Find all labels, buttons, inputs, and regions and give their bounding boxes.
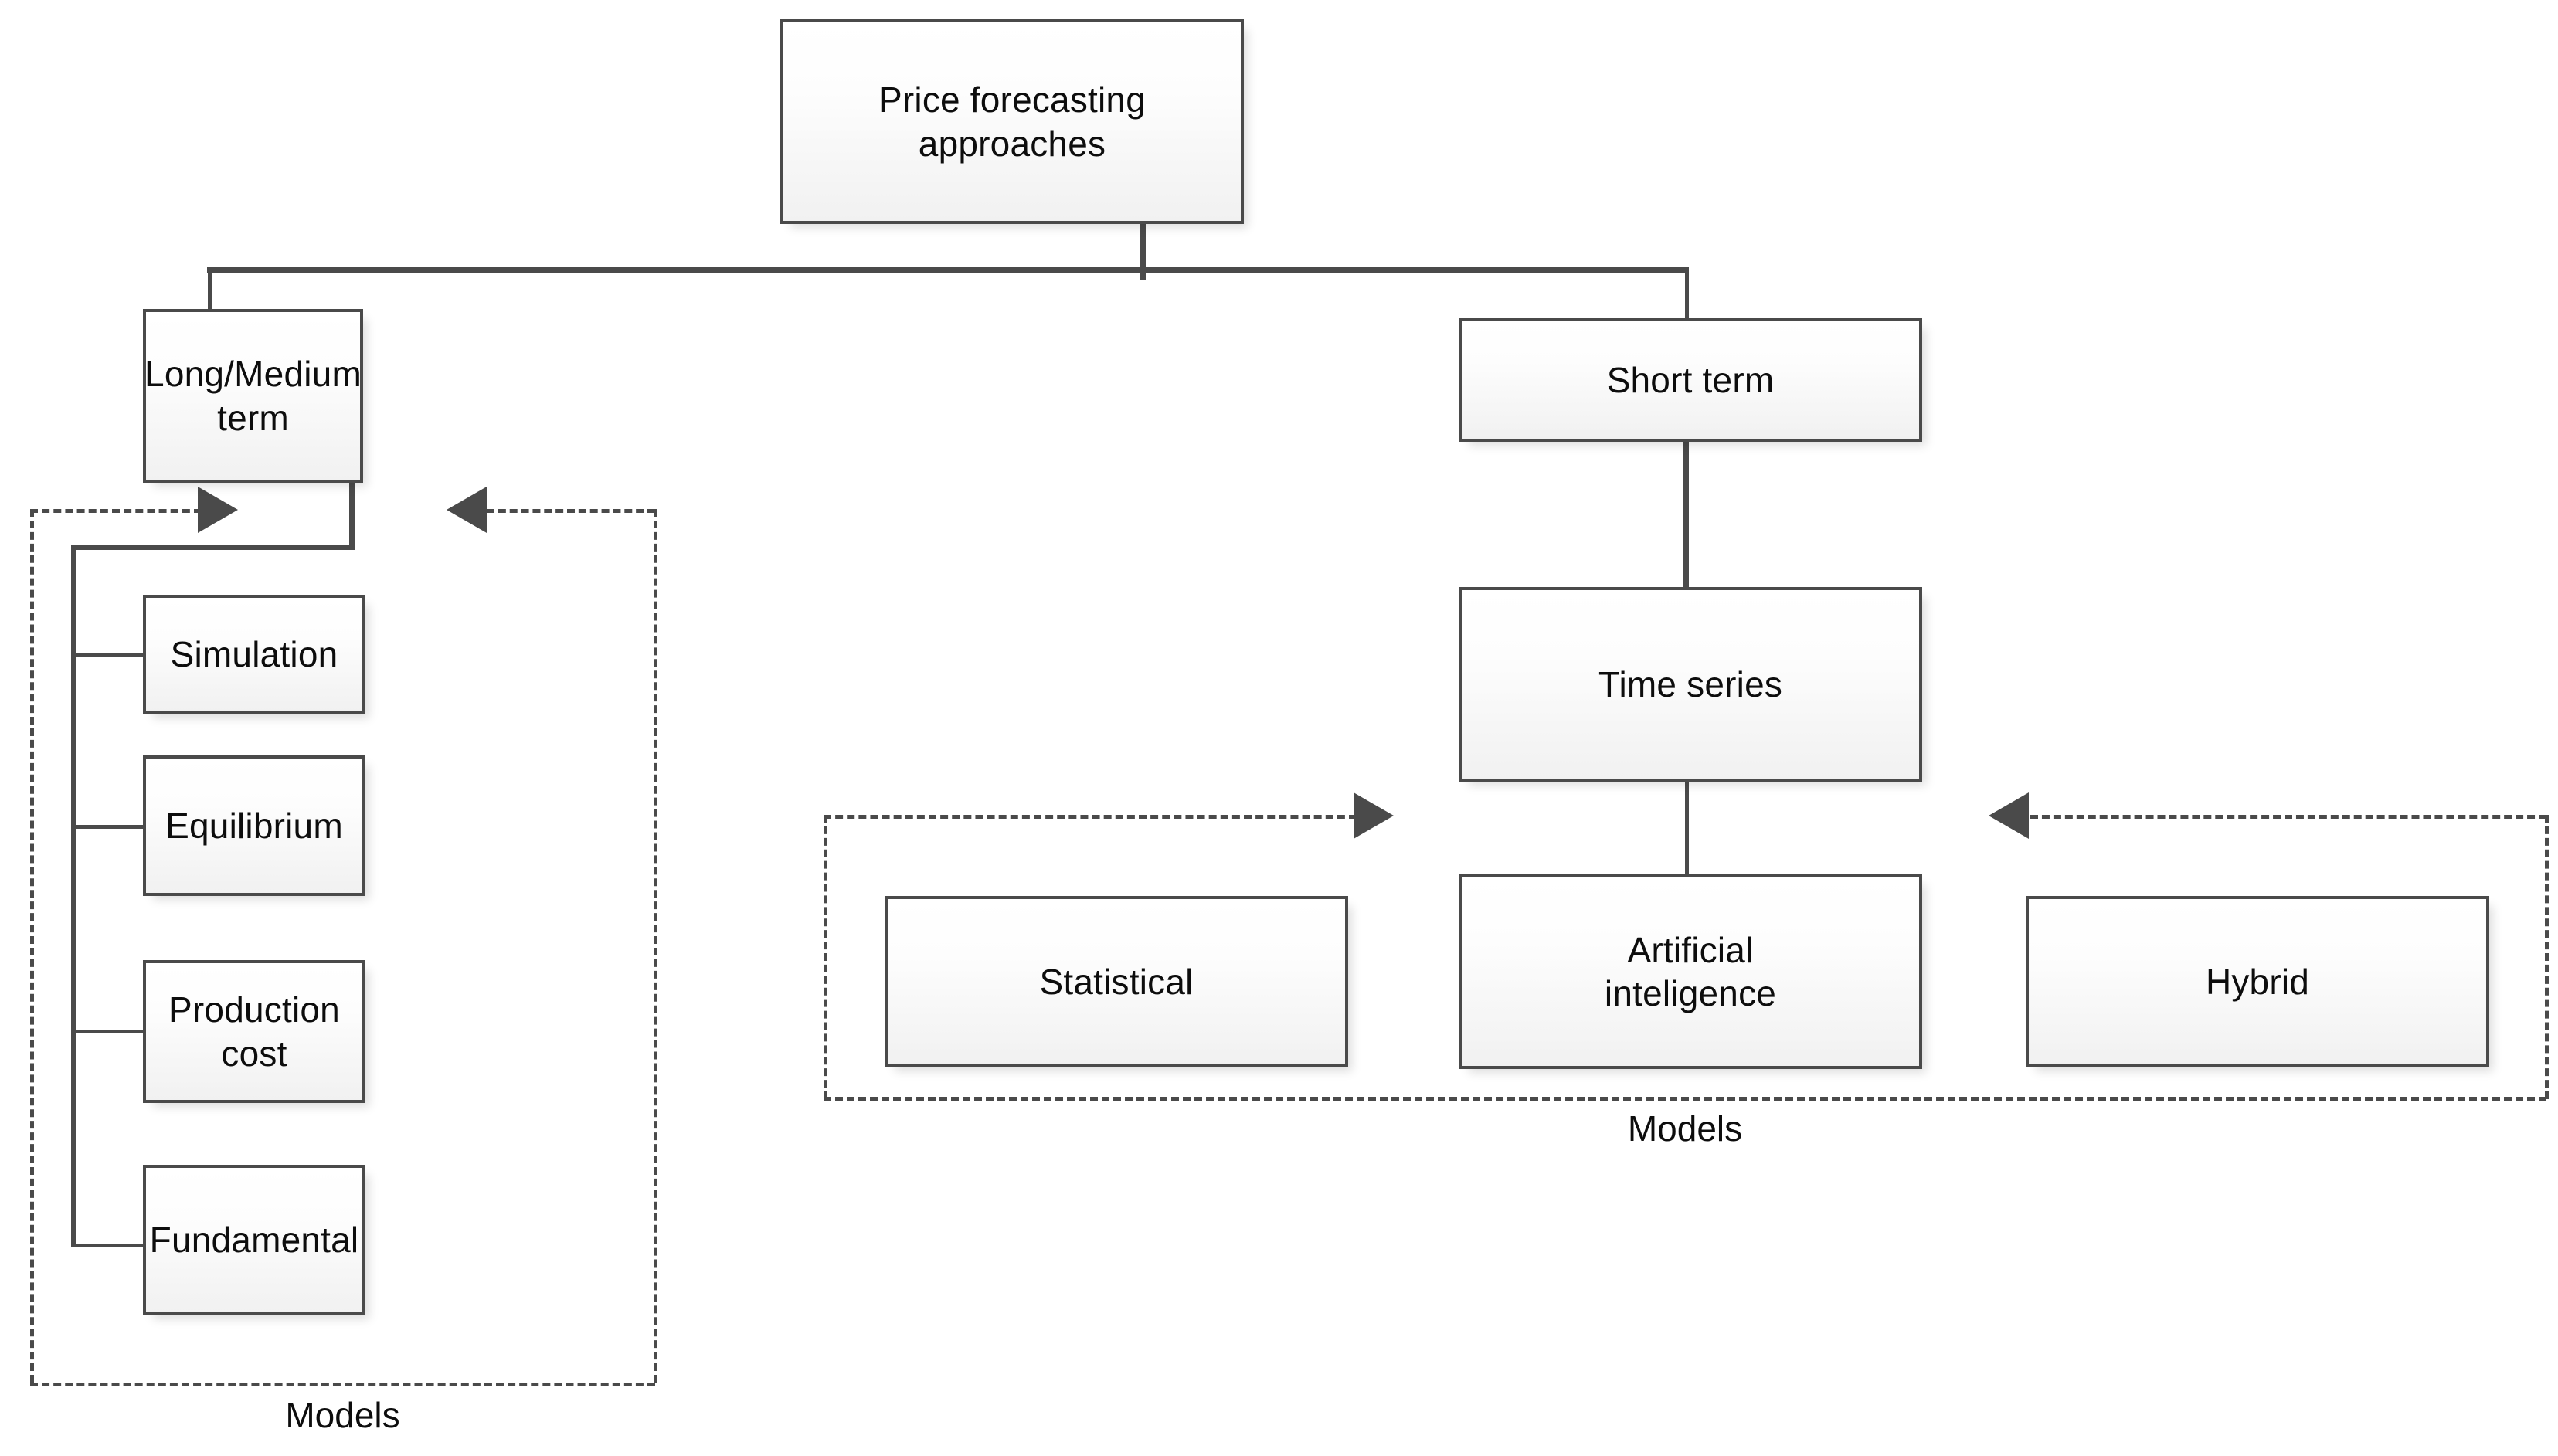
models-frame-left-edge-left <box>30 509 34 1383</box>
node-hybrid[interactable]: Hybrid <box>2026 896 2489 1067</box>
connector-left-drop <box>208 267 212 312</box>
arrow-left-icon-left-models <box>447 487 487 533</box>
connector-time-series-to-artificial-inteligence <box>1685 782 1689 874</box>
node-simulation[interactable]: Simulation <box>143 595 365 714</box>
models-frame-right-edge-right <box>2545 815 2549 1099</box>
node-statistical[interactable]: Statistical <box>885 896 1348 1067</box>
models-frame-left-edge-bottom <box>30 1383 655 1386</box>
connector-stub-equilibrium <box>71 825 145 829</box>
connector-short-term-to-time-series <box>1683 442 1689 589</box>
connector-root-bus <box>207 267 1689 273</box>
arrow-right-icon-right-models <box>1354 792 1394 839</box>
arrow-right-icon-left-models <box>198 487 238 533</box>
connector-left-branch-elbow <box>71 545 355 550</box>
connector-left-branch-stem <box>349 483 355 549</box>
connector-stub-fundamental <box>71 1244 145 1247</box>
node-equilibrium[interactable]: Equilibrium <box>143 755 365 896</box>
arrow-left-icon-right-models <box>1989 792 2029 839</box>
models-frame-right-edge-left <box>824 815 827 1099</box>
node-time-series[interactable]: Time series <box>1459 587 1922 782</box>
connector-root-stem <box>1140 224 1146 280</box>
group-label-models-right: Models <box>1627 1108 1743 1149</box>
node-price-forecasting-approaches[interactable]: Price forecasting approaches <box>780 19 1244 224</box>
models-frame-right-edge-top-right <box>2030 815 2546 819</box>
models-frame-right-edge-top-left <box>824 815 1357 819</box>
node-artificial-inteligence[interactable]: Artificial inteligence <box>1459 874 1922 1069</box>
models-frame-left-edge-right <box>654 509 657 1383</box>
models-frame-right-edge-bottom <box>824 1097 2546 1101</box>
connector-stub-production-cost <box>71 1030 145 1033</box>
node-long-medium-term[interactable]: Long/Medium term <box>143 309 363 483</box>
group-label-models-left: Models <box>285 1395 400 1435</box>
models-frame-left-edge-top-left <box>30 509 202 513</box>
node-fundamental[interactable]: Fundamental <box>143 1165 365 1315</box>
models-frame-left-edge-top-right <box>487 509 655 513</box>
connector-left-spine <box>71 545 76 1247</box>
node-production-cost[interactable]: Production cost <box>143 960 365 1103</box>
connector-right-drop <box>1685 267 1689 320</box>
connector-stub-simulation <box>71 653 145 657</box>
node-short-term[interactable]: Short term <box>1459 318 1922 442</box>
